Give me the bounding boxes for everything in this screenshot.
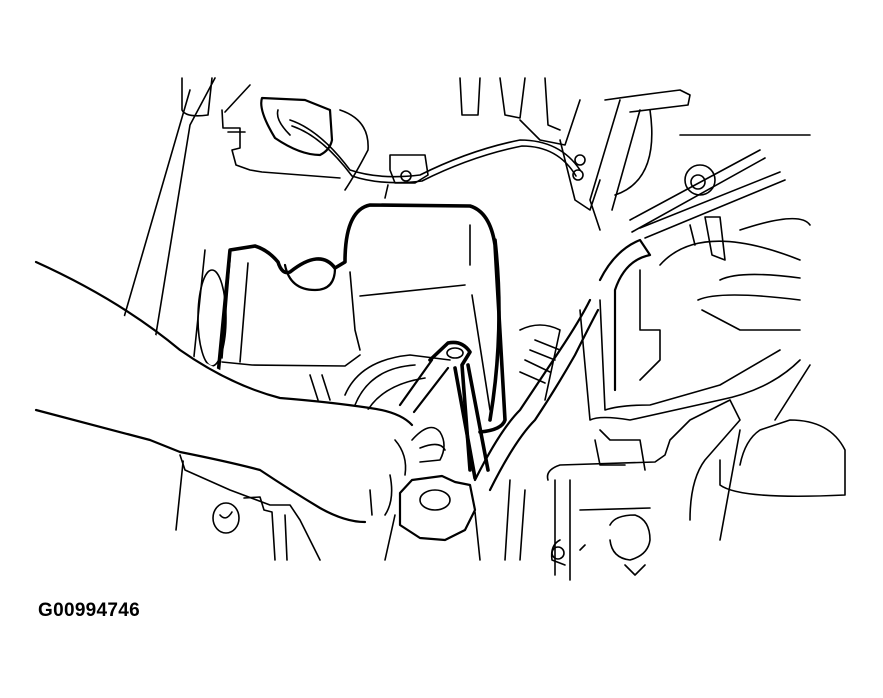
- center-hoses: [473, 238, 600, 561]
- figure-id-label: G00994746: [38, 600, 141, 621]
- removal-tool: [398, 340, 490, 480]
- radiator-cap: [384, 474, 481, 561]
- upper-wiring-harness: [221, 84, 581, 199]
- right-pipes: [579, 238, 801, 421]
- hand-and-arm: [34, 260, 446, 524]
- engine-block: [459, 77, 811, 381]
- bottom-right-housing: [546, 364, 846, 581]
- lower-left-parts: [179, 454, 321, 561]
